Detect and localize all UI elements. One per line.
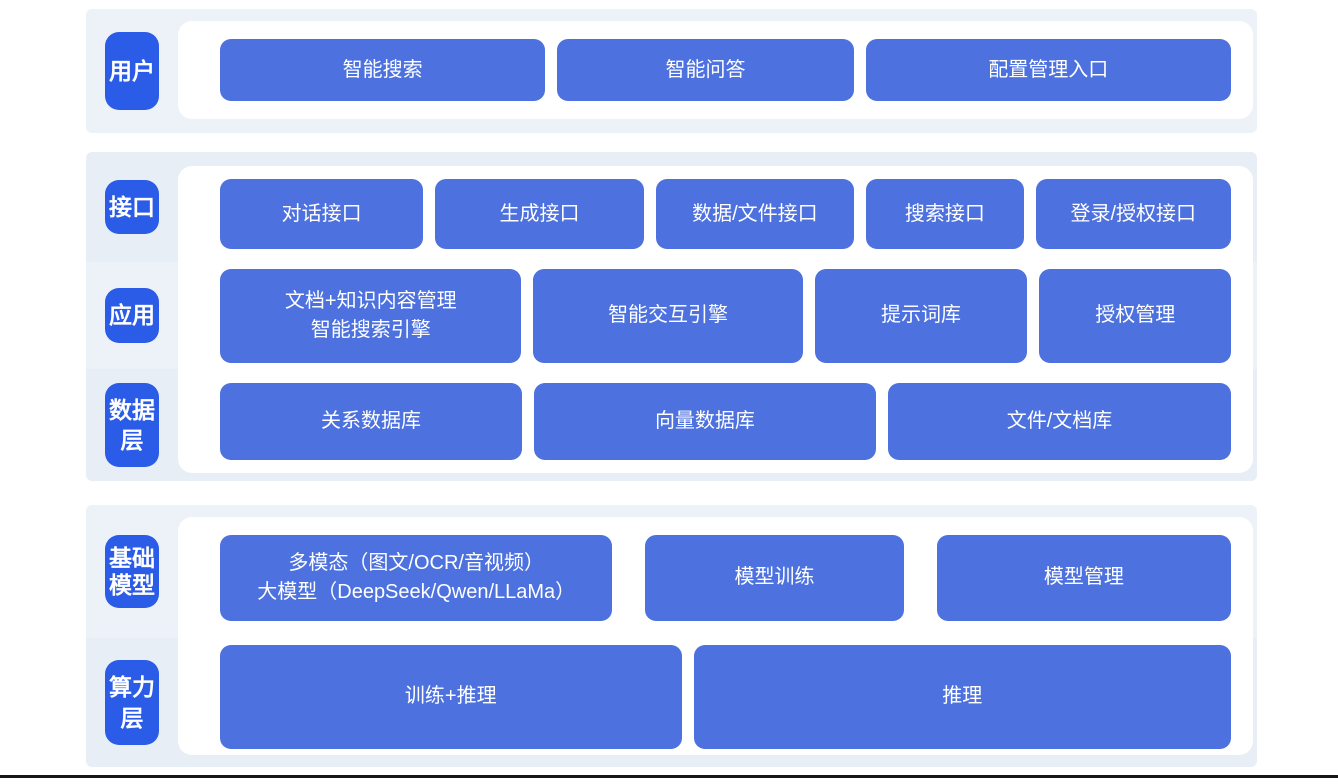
panel-user: 智能搜索 智能问答 配置管理入口: [178, 21, 1253, 119]
layer-label-interface: 接口: [105, 179, 159, 235]
block-search-api: 搜索接口: [866, 179, 1024, 249]
layer-label-cell: 基础模型: [86, 505, 178, 638]
block-auth-management: 授权管理: [1039, 268, 1231, 363]
layer-band-user: 用户 智能搜索 智能问答 配置管理入口: [86, 9, 1257, 133]
block-doc-knowledge-search-engine: 文档+知识内容管理 智能搜索引擎: [220, 268, 522, 363]
panel-interface-row: 对话接口 生成接口 数据/文件接口 搜索接口 登录/授权接口: [178, 166, 1253, 262]
layer-strip-user: 用户 智能搜索 智能问答 配置管理入口: [86, 9, 1257, 133]
layer-label-application: 应用: [105, 288, 159, 343]
block-smart-qa: 智能问答: [557, 39, 854, 101]
layer-label-foundation-model: 基础模型: [105, 535, 159, 608]
block-relational-db: 关系数据库: [220, 382, 522, 460]
block-config-management-entry: 配置管理入口: [865, 39, 1231, 101]
block-generation-api: 生成接口: [435, 179, 644, 249]
block-model-management: 模型管理: [936, 534, 1231, 621]
layer-label-cell: 数据层: [86, 369, 178, 481]
layer-strip-compute: 算力层 训练+推理 推理: [86, 638, 1257, 767]
block-inference: 推理: [693, 644, 1231, 749]
block-multimodal-llm: 多模态（图文/OCR/音视频） 大模型（DeepSeek/Qwen/LLaMa）: [220, 534, 613, 621]
block-smart-search: 智能搜索: [220, 39, 546, 101]
layer-band-interface-app-data: 接口 对话接口 生成接口 数据/文件接口 搜索接口 登录/授权接口 应用 文档+…: [86, 152, 1257, 481]
layer-label-user: 用户: [105, 31, 159, 111]
layer-label-cell: 应用: [86, 262, 178, 369]
panel-model-row: 多模态（图文/OCR/音视频） 大模型（DeepSeek/Qwen/LLaMa）…: [178, 517, 1253, 638]
block-login-auth-api: 登录/授权接口: [1035, 179, 1231, 249]
layer-label-data: 数据层: [105, 382, 159, 468]
layer-label-compute: 算力层: [105, 660, 159, 745]
block-file-doc-db: 文件/文档库: [887, 382, 1232, 460]
layer-band-model-compute: 基础模型 多模态（图文/OCR/音视频） 大模型（DeepSeek/Qwen/L…: [86, 505, 1257, 767]
block-prompt-library: 提示词库: [814, 268, 1028, 363]
layer-strip-application: 应用 文档+知识内容管理 智能搜索引擎 智能交互引擎 提示词库 授权管理: [86, 262, 1257, 369]
block-smart-interaction-engine: 智能交互引擎: [533, 268, 803, 363]
block-data-file-api: 数据/文件接口: [655, 179, 855, 249]
block-training-plus-inference: 训练+推理: [220, 644, 682, 749]
block-model-training: 模型训练: [645, 534, 904, 621]
layer-label-cell: 接口: [86, 152, 178, 262]
layer-label-cell: 用户: [86, 9, 178, 133]
layer-strip-foundation-model: 基础模型 多模态（图文/OCR/音视频） 大模型（DeepSeek/Qwen/L…: [86, 505, 1257, 638]
bottom-border-line: [0, 775, 1338, 778]
block-vector-db: 向量数据库: [533, 382, 876, 460]
panel-compute-row: 训练+推理 推理: [178, 638, 1253, 755]
layer-strip-interface: 接口 对话接口 生成接口 数据/文件接口 搜索接口 登录/授权接口: [86, 152, 1257, 262]
panel-data-row: 关系数据库 向量数据库 文件/文档库: [178, 369, 1253, 473]
panel-application-row: 文档+知识内容管理 智能搜索引擎 智能交互引擎 提示词库 授权管理: [178, 262, 1253, 369]
block-dialog-api: 对话接口: [220, 179, 424, 249]
layer-label-cell: 算力层: [86, 638, 178, 767]
layer-strip-data: 数据层 关系数据库 向量数据库 文件/文档库: [86, 369, 1257, 481]
